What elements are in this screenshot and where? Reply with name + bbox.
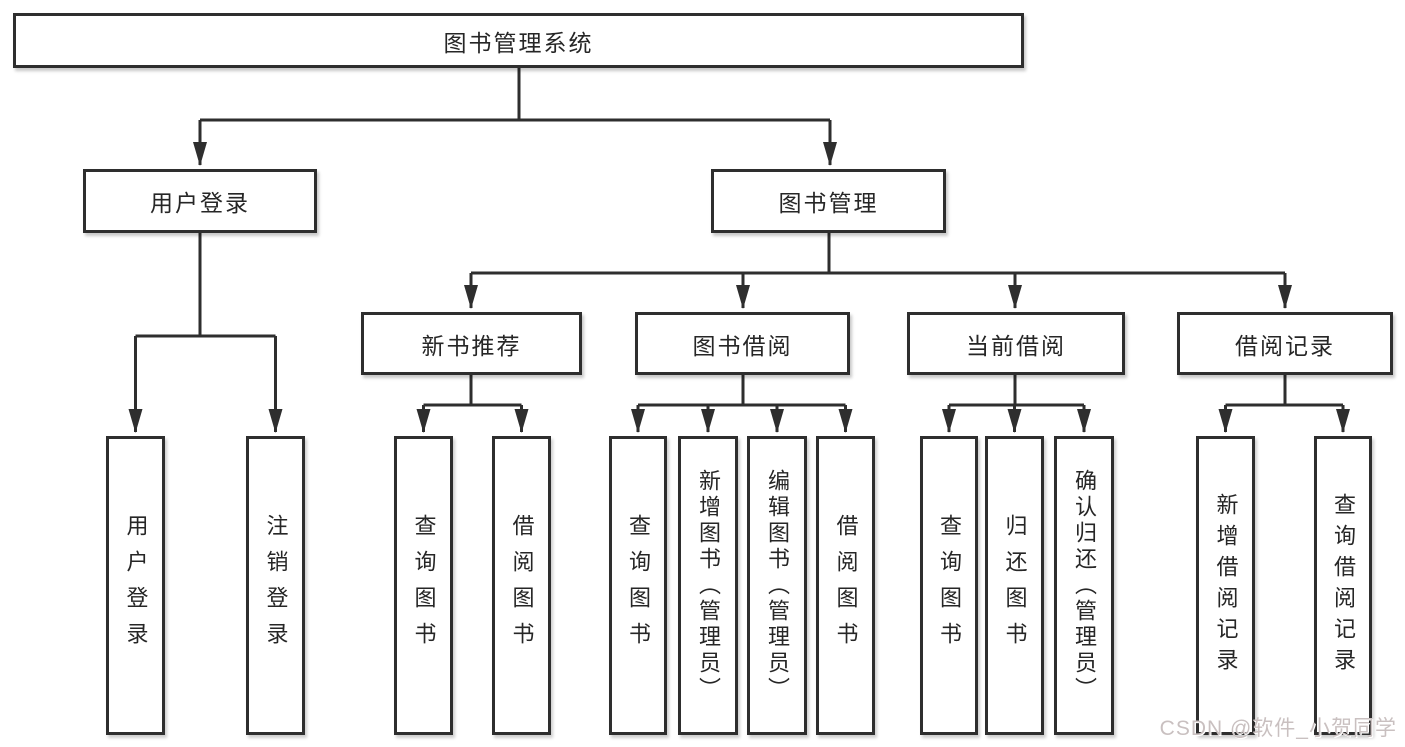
node-borrow-records-label: 借阅记录 [1235, 332, 1335, 359]
node-root: 图书管理系统 [13, 13, 1024, 68]
node-book-management-label: 图书管理 [778, 190, 879, 216]
leaf-confirm-return-admin-label: 确认归还（管理员） [1072, 468, 1097, 703]
leaf-query-borrow-record: 查询借阅记录 [1314, 436, 1372, 735]
watermark: CSDN @软件_小贺同学 [1159, 717, 1397, 740]
leaf-borrow-book-recommend: 借阅图书 [492, 436, 551, 735]
node-new-book-recommend: 新书推荐 [361, 312, 582, 375]
leaf-add-book-admin-label: 新增图书（管理员） [696, 468, 721, 703]
leaf-add-book-admin: 新增图书（管理员） [678, 436, 738, 735]
leaf-borrow-book-recommend-label: 借阅图书 [509, 513, 535, 658]
leaf-add-borrow-record: 新增借阅记录 [1196, 436, 1255, 735]
leaf-return-book: 归还图书 [985, 436, 1044, 735]
leaf-user-login-label: 用户登录 [123, 513, 149, 658]
leaf-query-book-recommend-label: 查询图书 [411, 513, 437, 658]
node-user-login-label: 用户登录 [150, 190, 250, 216]
node-borrow-records: 借阅记录 [1177, 312, 1393, 375]
node-book-borrow: 图书借阅 [635, 312, 850, 375]
leaf-add-borrow-record-label: 新增借阅记录 [1213, 492, 1239, 679]
leaf-query-book-borrow: 查询图书 [609, 436, 667, 735]
node-user-login: 用户登录 [83, 169, 317, 233]
leaf-logout-label: 注销登录 [263, 513, 289, 658]
node-book-management: 图书管理 [711, 169, 946, 233]
leaf-return-book-label: 归还图书 [1002, 513, 1028, 658]
leaf-query-book-recommend: 查询图书 [394, 436, 453, 735]
leaf-query-book-borrow-label: 查询图书 [626, 513, 651, 658]
node-book-borrow-label: 图书借阅 [692, 332, 793, 359]
leaf-query-book-current-label: 查询图书 [937, 513, 962, 658]
leaf-borrow-book-label: 借阅图书 [833, 513, 859, 658]
node-current-borrow: 当前借阅 [907, 312, 1125, 375]
leaf-query-book-current: 查询图书 [920, 436, 978, 735]
leaf-query-borrow-record-label: 查询借阅记录 [1331, 492, 1356, 679]
leaf-edit-book-admin-label: 编辑图书（管理员） [765, 468, 790, 703]
leaf-logout: 注销登录 [246, 436, 305, 735]
leaf-confirm-return-admin: 确认归还（管理员） [1054, 436, 1114, 735]
node-current-borrow-label: 当前借阅 [966, 332, 1066, 359]
node-root-label: 图书管理系统 [443, 29, 594, 56]
leaf-user-login: 用户登录 [106, 436, 165, 735]
node-new-book-recommend-label: 新书推荐 [421, 332, 522, 359]
leaf-borrow-book: 借阅图书 [816, 436, 875, 735]
leaf-edit-book-admin: 编辑图书（管理员） [747, 436, 807, 735]
